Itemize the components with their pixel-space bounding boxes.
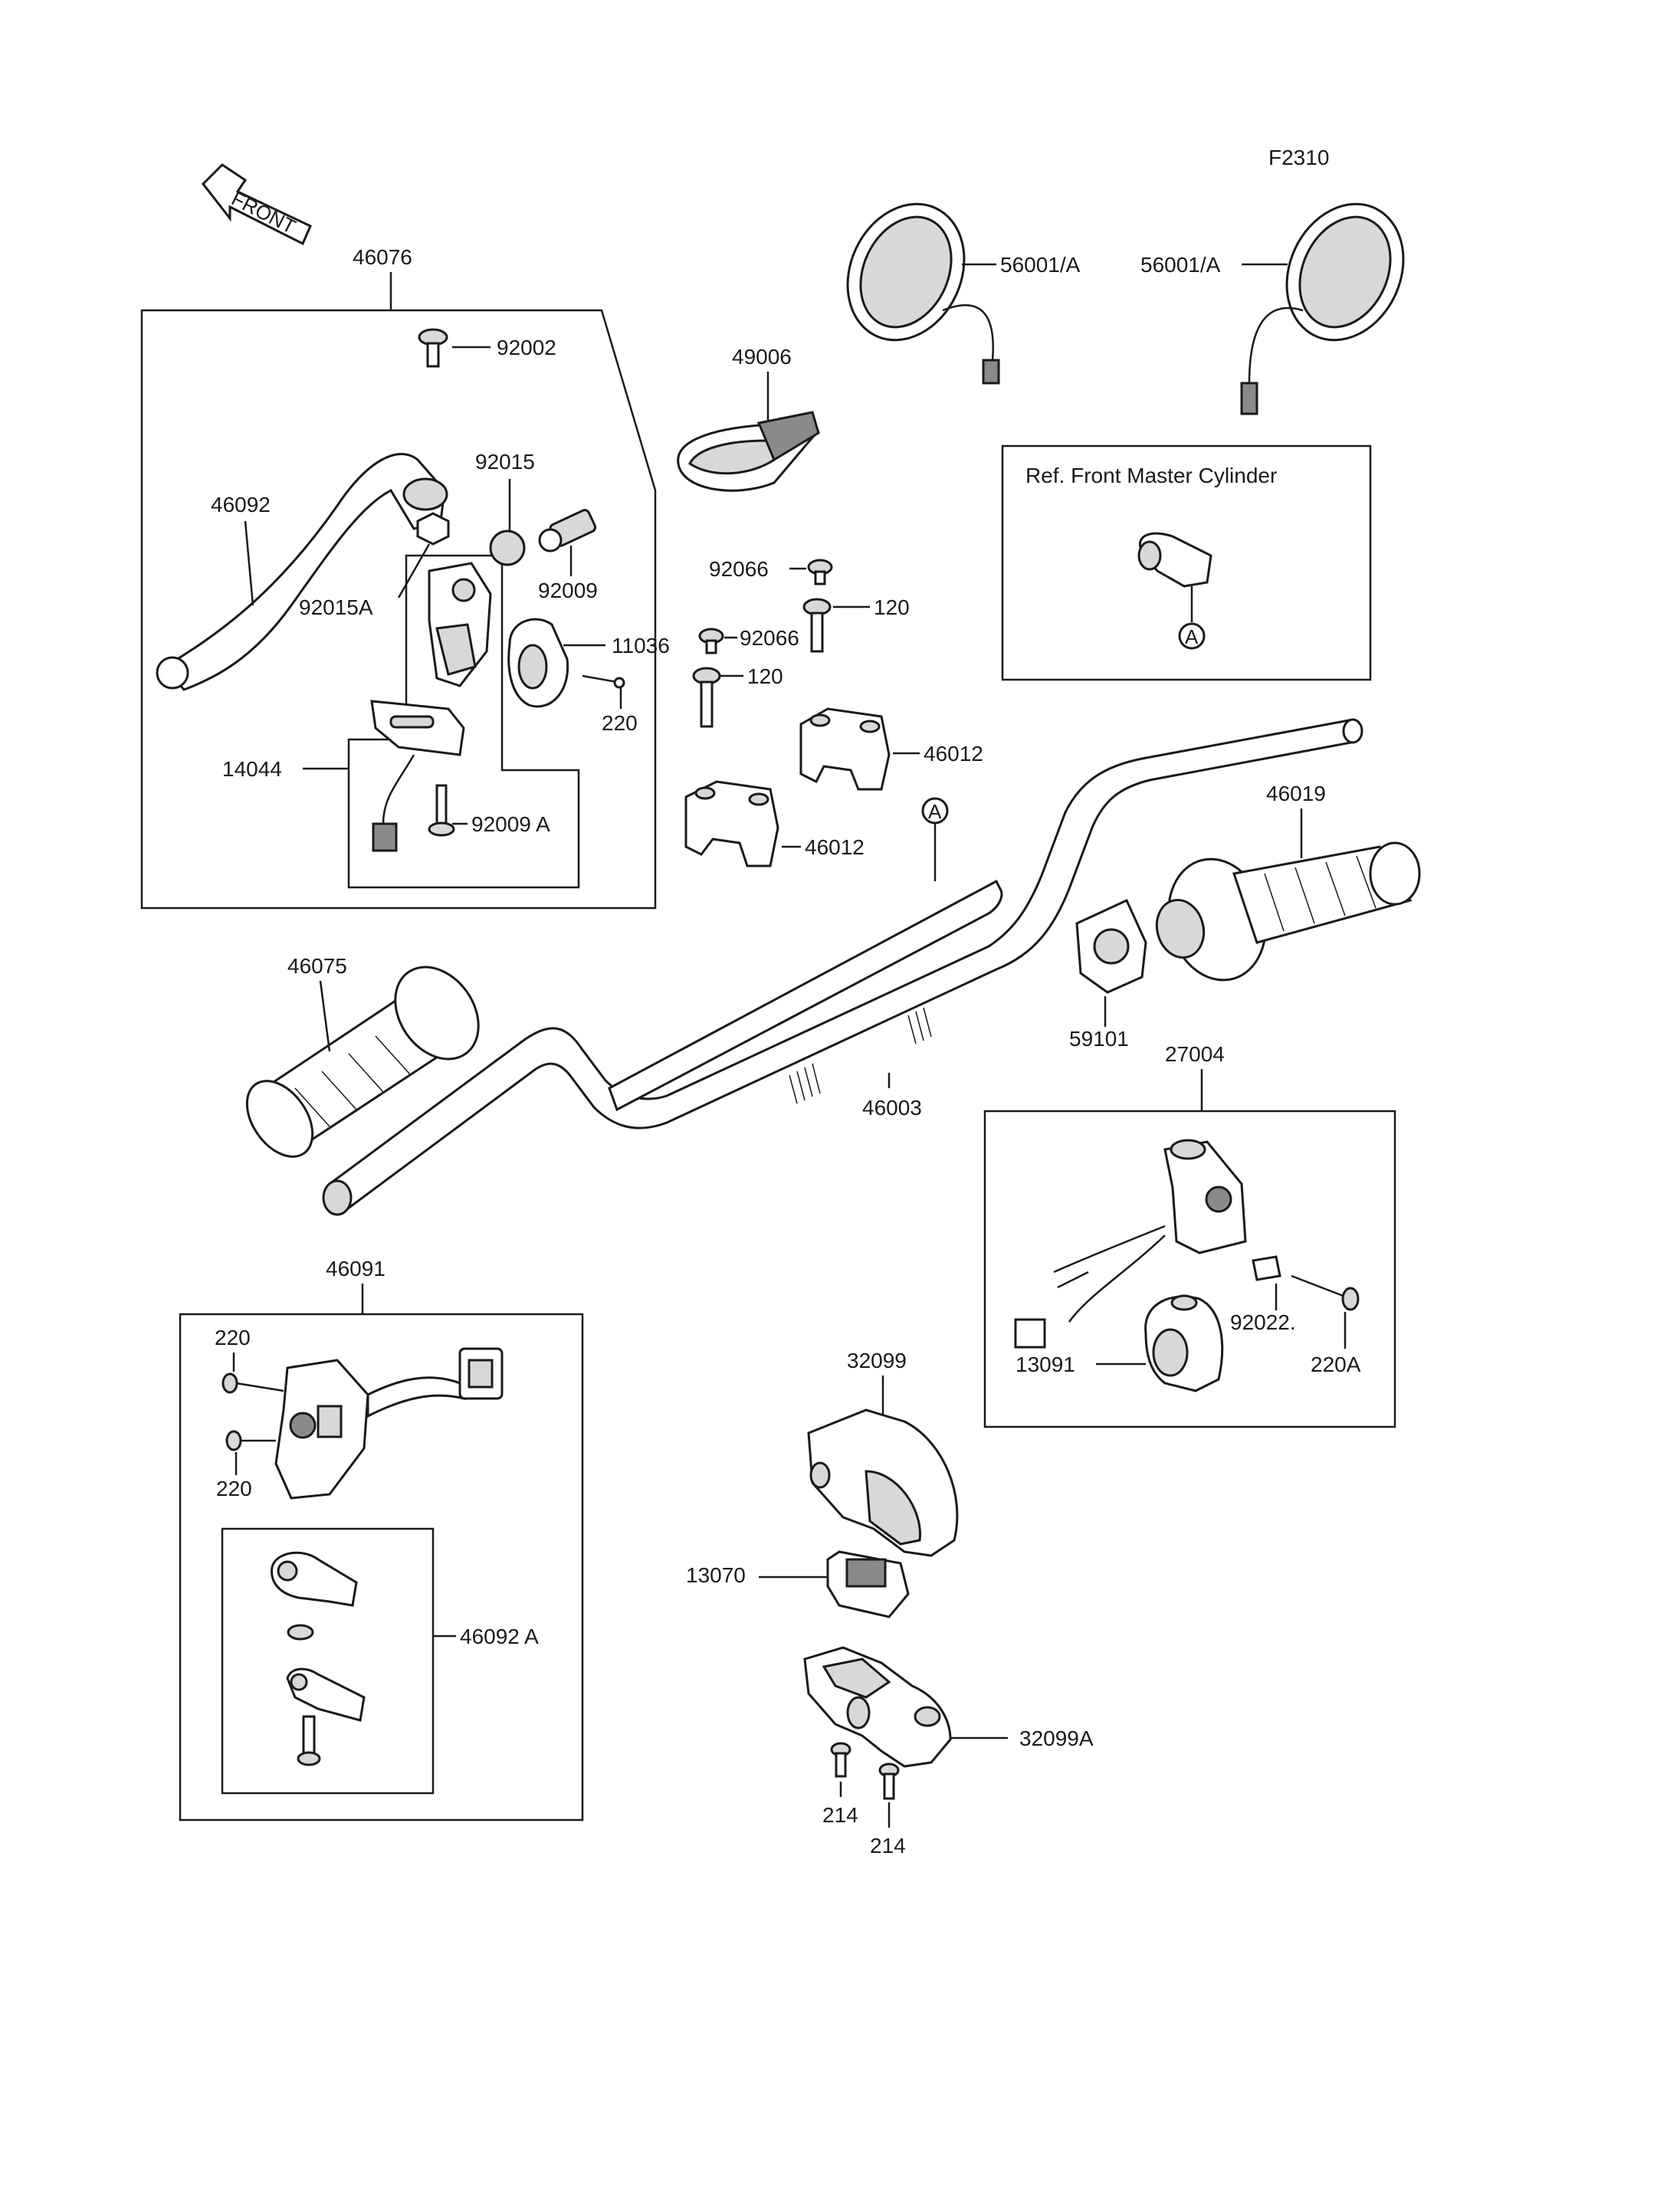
label-46012-bottom: 46012	[805, 835, 865, 859]
group-box-27004	[983, 1110, 1396, 1428]
ref-box-title: Ref. Front Master Cylinder	[1025, 464, 1277, 487]
switch-14044-icon	[370, 700, 465, 852]
ref-marker-a-icon	[1178, 622, 1206, 650]
adjuster-92009-icon	[538, 509, 597, 553]
housing-59101-icon	[1075, 899, 1147, 994]
group-box-46092a	[221, 1527, 435, 1795]
clamp-13091-icon	[1144, 1294, 1224, 1392]
label-92002: 92002	[497, 336, 556, 359]
label-46092: 46092	[211, 493, 271, 516]
bolt-92002-icon	[418, 328, 448, 368]
label-13070: 13070	[686, 1563, 746, 1587]
switch-parts-46092a-icon	[271, 1551, 366, 1766]
label-220-left-top: 220	[215, 1326, 251, 1349]
label-46076: 46076	[353, 245, 412, 269]
label-32099a: 32099A	[1019, 1726, 1094, 1750]
label-46012-top: 46012	[924, 742, 983, 766]
switch-13070-icon	[826, 1550, 910, 1618]
label-56001a-right: 56001/A	[1140, 253, 1221, 277]
cover-49006-icon	[677, 411, 820, 492]
washer-92015-icon	[489, 530, 526, 566]
screw-214-b-icon	[878, 1763, 900, 1800]
label-220a: 220A	[1311, 1353, 1361, 1376]
left-switch-group: 46091 220 220	[179, 1257, 584, 1822]
label-92066-bottom: 92066	[740, 626, 799, 650]
handlebar-marker-a: A	[928, 800, 942, 823]
grip-46075-icon	[245, 966, 480, 1158]
label-46019: 46019	[1266, 782, 1326, 805]
holder-46012-top-icon	[799, 707, 891, 791]
label-32099: 32099	[847, 1349, 907, 1372]
label-59101: 59101	[1069, 1027, 1129, 1051]
clamp-11036-icon	[507, 618, 569, 708]
mirror-left-icon	[846, 202, 1000, 385]
label-220-top: 220	[602, 711, 638, 735]
marker-a-icon	[921, 797, 949, 825]
label-14044: 14044	[222, 757, 282, 781]
label-92022: 92022.	[1230, 1310, 1296, 1334]
bolt-120-top-icon	[802, 598, 832, 653]
master-cylinder-clamp-icon	[1137, 532, 1212, 588]
label-11036: 11036	[612, 634, 670, 657]
group-box-46076	[140, 309, 657, 910]
screw-220-icon	[582, 674, 625, 689]
screw-220a-icon	[1291, 1274, 1360, 1311]
screw-214-a-icon	[830, 1742, 851, 1778]
nut-92015a-icon	[416, 512, 450, 546]
label-214-b: 214	[870, 1834, 906, 1858]
front-arrow-label: FRONT	[228, 187, 300, 238]
label-214-a: 214	[822, 1803, 858, 1827]
bolt-120-bottom-icon	[692, 667, 721, 728]
figure-code: F2310	[1268, 146, 1329, 169]
label-56001a-left: 56001/A	[1000, 253, 1081, 277]
holder-46012-bottom-icon	[684, 780, 779, 867]
label-46003: 46003	[862, 1096, 922, 1120]
label-120-bottom: 120	[747, 664, 783, 688]
label-46091: 46091	[326, 1257, 386, 1280]
lever-46092-icon	[156, 453, 448, 691]
group-box-46091	[179, 1313, 584, 1822]
clutch-lever-group: 46076 92002 46092 92015A 92015	[140, 245, 670, 910]
label-92066-top: 92066	[709, 557, 769, 581]
screw-220-left-top-icon	[221, 1372, 284, 1394]
ref-box	[1001, 444, 1372, 681]
ref-marker-a: A	[1185, 625, 1199, 648]
label-46075: 46075	[287, 954, 347, 978]
bolt-92066-bottom-icon	[698, 628, 724, 654]
right-switch-group: 27004 92022. 220A 13091	[983, 1042, 1396, 1428]
lever-holder-icon	[428, 562, 492, 687]
switch-housing-46091-icon	[274, 1347, 504, 1500]
label-220-left-bottom: 220	[216, 1477, 252, 1500]
label-92009a: 92009 A	[471, 812, 550, 836]
label-49006: 49006	[732, 345, 792, 369]
label-27004: 27004	[1165, 1042, 1225, 1066]
housing-32099-icon	[807, 1408, 959, 1557]
label-92009: 92009	[538, 579, 598, 602]
front-arrow-icon: FRONT	[202, 163, 312, 246]
label-92015: 92015	[475, 450, 535, 474]
ref-master-cylinder-group: Ref. Front Master Cylinder A	[1001, 444, 1372, 681]
bolt-92066-top-icon	[807, 559, 833, 585]
mirror-right-icon	[1240, 202, 1405, 415]
screw-92009a-icon	[428, 784, 455, 837]
housing-32099a-icon	[803, 1646, 952, 1768]
screw-220-left-bottom-icon	[225, 1430, 276, 1451]
label-46092a: 46092 A	[460, 1625, 539, 1648]
handlebar-46003-icon	[322, 718, 1363, 1216]
label-92015a: 92015A	[299, 595, 373, 619]
switch-housing-27004-icon	[1014, 1139, 1247, 1349]
grip-46019-icon	[1155, 841, 1421, 982]
label-13091: 13091	[1016, 1353, 1075, 1376]
label-120-top: 120	[874, 595, 910, 619]
clip-92022-icon	[1252, 1255, 1281, 1281]
